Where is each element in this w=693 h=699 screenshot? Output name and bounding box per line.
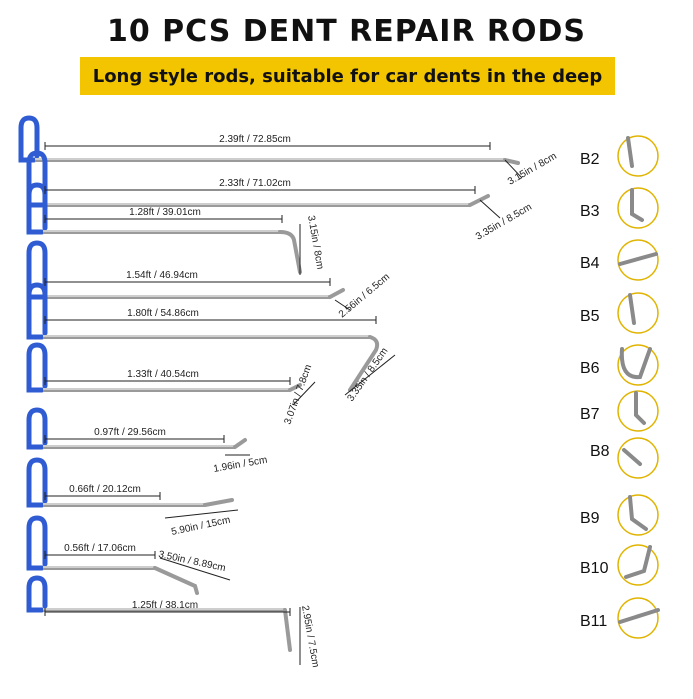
rod-length-label: 1.54ft / 46.94cm	[126, 270, 198, 281]
tip-closeup-rod	[628, 495, 648, 531]
tip-closeup-circle	[617, 494, 659, 536]
tip-closeup-rod	[619, 347, 652, 380]
rod-tip	[468, 194, 490, 207]
rod-handle	[26, 182, 48, 235]
tip-code-label: B2	[580, 151, 600, 168]
tip-closeup-rod	[618, 252, 658, 266]
tip-length-label: 5.90in / 15cm	[170, 515, 231, 538]
rod-length-label: 0.56ft / 17.06cm	[64, 543, 136, 554]
tip-code-label: B3	[580, 203, 600, 220]
tip-dimension-line	[504, 159, 523, 179]
tip-code-label: B9	[580, 510, 600, 527]
tip-code-label: B6	[580, 360, 600, 377]
tip-closeup-circle	[617, 437, 659, 479]
rod-length-label: 1.80ft / 54.86cm	[127, 308, 199, 319]
tip-closeup-circle	[617, 292, 659, 334]
tip-dimension-line	[479, 199, 501, 219]
rod-length-label: 2.39ft / 72.85cm	[219, 134, 291, 145]
tip-closeup-rod	[624, 545, 652, 579]
tip-length-label: 2.56in / 6.5cm	[337, 271, 392, 320]
tip-length-label: 3.35in / 8.5cm	[474, 202, 534, 243]
tip-dimension-line	[159, 557, 231, 581]
tip-code-label: B5	[580, 308, 600, 325]
rod-handle	[26, 240, 48, 300]
rod-handle	[26, 407, 48, 450]
rod-tip	[288, 383, 302, 392]
tip-closeup-circle	[617, 544, 659, 586]
tip-closeup-rod	[628, 293, 636, 325]
tip-code-label: B4	[580, 255, 600, 272]
tip-length-label: 3.07in / 7.8cm	[282, 363, 314, 426]
rod-length-label: 0.66ft / 20.12cm	[69, 484, 141, 495]
subtitle-banner: Long style rods, suitable for car dents …	[80, 57, 615, 95]
tip-code-label: B10	[580, 560, 609, 577]
tip-dimension-line	[164, 509, 239, 519]
rod-handle	[26, 515, 48, 571]
tip-length-label: 2.95in / 7.5cm	[299, 605, 321, 669]
rod-tip	[503, 158, 520, 165]
rod-handle	[26, 457, 48, 508]
tip-dimension-line	[344, 354, 396, 396]
rod-length-label: 2.33ft / 71.02cm	[219, 178, 291, 189]
rod-length-label: 1.25ft / 38.1cm	[132, 600, 198, 611]
rod-handle	[26, 575, 48, 613]
tip-code-label: B11	[580, 613, 607, 630]
tip-closeup-rod	[622, 448, 642, 466]
rod-tip	[283, 608, 292, 652]
tip-code-label: B7	[580, 406, 600, 423]
page-title: 10 PCS DENT REPAIR RODS	[106, 14, 587, 49]
tip-closeup-rod	[618, 608, 660, 624]
subtitle: Long style rods, suitable for car dents …	[92, 65, 603, 87]
tip-length-label: 3.35in / 8.5cm	[345, 346, 390, 404]
tip-closeup-circle	[617, 135, 659, 177]
tip-dimension-line	[292, 381, 316, 406]
rod-tip	[328, 288, 345, 299]
rod-handle	[26, 150, 48, 208]
rod-length-label: 1.28ft / 39.01cm	[129, 207, 201, 218]
tip-length-label: 1.96in / 5cm	[213, 455, 269, 475]
tip-closeup-circle	[617, 187, 659, 229]
rod-handle	[18, 115, 40, 163]
tip-length-label: 3.50in / 8.89cm	[157, 549, 226, 574]
rod-length-label: 0.97ft / 29.56cm	[94, 427, 166, 438]
rod-tip	[233, 438, 247, 449]
rods-group	[18, 115, 520, 652]
tip-closeup-rod	[630, 188, 644, 222]
rod-handle	[26, 342, 48, 393]
rod-tip	[348, 335, 380, 392]
rod-tip	[203, 498, 234, 507]
tip-length-label: 3.15in / 8cm	[305, 215, 325, 271]
rod-length-label: 1.33ft / 40.54cm	[127, 369, 199, 380]
rod-tip	[153, 566, 199, 595]
dimension-lines: 2.39ft / 72.85cm 3.15in / 8cm 2.33ft / 71.…	[44, 134, 559, 669]
rod-handle	[26, 282, 48, 340]
tip-dimension-line	[334, 299, 351, 311]
tip-code-label: B8	[590, 443, 610, 460]
tip-closeup-rod	[626, 136, 634, 168]
tip-closeup-rod	[634, 391, 646, 425]
rod-tip	[278, 230, 302, 274]
